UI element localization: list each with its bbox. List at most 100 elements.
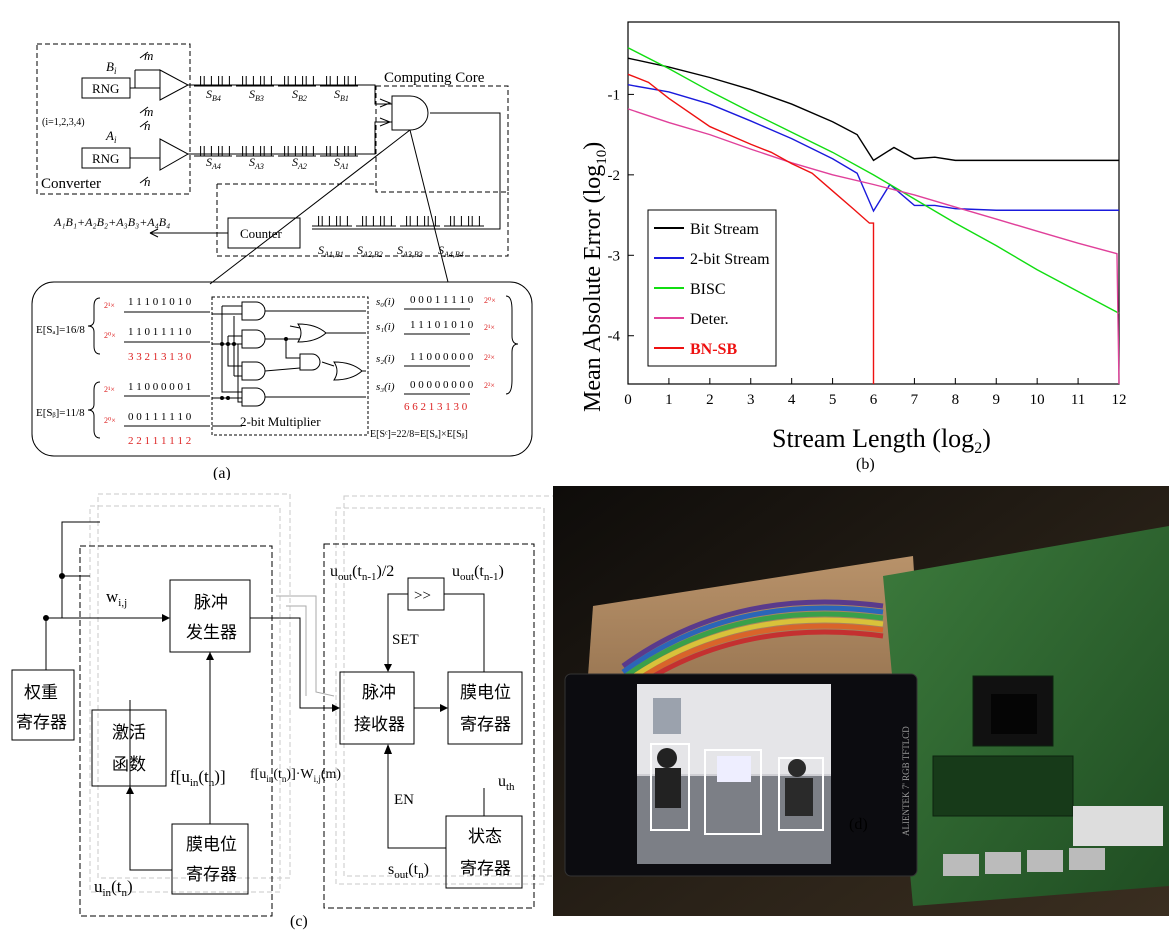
en-label: EN <box>394 792 414 808</box>
pow-a0: 2⁰× <box>104 331 116 340</box>
uout-half-label: uout(tn-1)/2 <box>330 563 394 583</box>
sb3-label: SB3 <box>249 87 264 103</box>
weight-register-l1: 权重 <box>24 683 58 702</box>
bits-b1: 1 1 0 0 0 0 0 1 <box>128 381 191 393</box>
s0-label: s₀(i) <box>376 296 395 308</box>
sum-a: 3 3 2 1 3 1 3 0 <box>128 351 192 363</box>
b-input-label: Bi <box>106 59 117 76</box>
sa2-label: SA2 <box>292 155 307 171</box>
membrane-left-l1: 膜电位 <box>186 835 237 854</box>
y-axis-label: Mean Absolute Error (log10) <box>580 142 610 412</box>
shift-label: >> <box>414 588 431 604</box>
bits-s1: 1 1 1 0 1 0 1 0 <box>410 319 474 331</box>
pow-a1: 2¹× <box>104 301 115 310</box>
bits-b0: 0 0 1 1 1 1 1 0 <box>128 411 192 423</box>
index-note: (i=1,2,3,4) <box>42 117 85 128</box>
membrane-left-l2: 寄存器 <box>186 865 237 884</box>
neuron-left-box <box>79 545 273 917</box>
wij-label: wi,j <box>106 587 127 609</box>
f-uin-label: f[uin(tn)] <box>170 767 226 789</box>
pulse-gen-l1: 脉冲 <box>194 593 228 612</box>
receiver-l2: 接收器 <box>354 715 405 734</box>
series-line-1 <box>627 84 1119 213</box>
series-line-2 <box>627 47 1120 314</box>
result-label: A₁B₁+A₂B₂+A₃B₃+A₄B₄ <box>53 215 170 229</box>
panel-a-diagram: Bi Ai RNG RNG (i=1,2,3,4) m m n n Conver… <box>31 43 533 480</box>
hardware-photo: ALIENTEK 7' RGB TFTLCD (d) <box>553 486 1169 916</box>
y-tick-label: -1 <box>608 87 621 103</box>
pow-s1: 2¹× <box>484 323 495 332</box>
legend-label: Deter. <box>690 311 729 328</box>
eb-label: E[Sᵦ]=11/8 <box>36 407 85 419</box>
y-tick-label: -4 <box>608 329 621 345</box>
sa1-label: SA1 <box>334 155 349 171</box>
legend-label: 2-bit Stream <box>690 251 770 268</box>
pow-s0: 2⁰× <box>484 296 496 305</box>
pow-s2: 2²× <box>484 353 495 362</box>
x-tick-label: 0 <box>624 392 632 408</box>
pow-b1: 2¹× <box>104 385 115 394</box>
x-tick-label: 10 <box>1030 392 1045 408</box>
board-label: ALIENTEK 7' RGB TFTLCD <box>901 726 911 836</box>
neuron-right-box <box>323 543 535 909</box>
rng-b-label: RNG <box>92 81 119 96</box>
bits-a1: 1 1 1 0 1 0 1 0 <box>128 296 192 308</box>
sout-label: sout(tn) <box>388 861 429 881</box>
n-bottom: n <box>144 174 151 189</box>
computing-core-label: Computing Core <box>384 70 485 86</box>
bits-a0: 1 1 0 1 1 1 1 0 <box>128 326 192 338</box>
computing-core-box <box>375 85 509 193</box>
legend-label: BN-SB <box>690 341 737 358</box>
x-tick-label: 4 <box>788 392 796 408</box>
sab3-label: SA3,B3 <box>397 243 423 259</box>
sa4-label: SA4 <box>206 155 221 171</box>
x-tick-label: 3 <box>747 392 755 408</box>
legend-label: BISC <box>690 281 726 298</box>
n-top: n <box>144 118 151 133</box>
sum-s: 6 6 2 1 3 1 3 0 <box>404 401 468 413</box>
x-tick-label: 8 <box>952 392 960 408</box>
series-line-4 <box>627 73 875 384</box>
x-tick-label: 6 <box>870 392 878 408</box>
activation-function <box>91 709 167 787</box>
panel-d-caption: (d) <box>849 816 868 833</box>
s3-label: s₃(i) <box>376 381 395 393</box>
sb4-label: SB4 <box>206 87 221 103</box>
m-top: m <box>144 48 153 63</box>
rng-a-label: RNG <box>92 151 119 166</box>
pow-s3: 2²× <box>484 381 495 390</box>
x-tick-label: 9 <box>993 392 1001 408</box>
uout-label: uout(tn-1) <box>452 563 504 583</box>
panel-c-diagram: 权重 寄存器 wi,j 脉冲 发生器 激活 函数 膜电位 寄存器 f[uin(t… <box>11 493 555 930</box>
sab1-label: SA1,B1 <box>318 243 344 259</box>
buffer-b <box>159 69 190 101</box>
s1-label: s₁(i) <box>376 321 395 333</box>
sb2-label: SB2 <box>292 87 307 103</box>
receiver-l1: 脉冲 <box>362 683 396 702</box>
x-axis-label: Stream Length (log2) <box>772 424 991 457</box>
sb1-label: SB1 <box>334 87 349 103</box>
buffer-a <box>159 138 190 171</box>
multiplier-box <box>211 296 369 436</box>
sab2-label: SA2,B2 <box>357 243 383 259</box>
product-label: f[uin(tn)]·Wi,j(m) <box>250 767 341 784</box>
activation-l1: 激活 <box>112 723 146 742</box>
s2-label: s₂(i) <box>376 353 395 365</box>
series-line-3 <box>627 108 1120 385</box>
y-tick-label: -2 <box>608 168 621 184</box>
y-tick-label: -3 <box>608 248 621 264</box>
multiplier-label: 2-bit Multiplier <box>240 414 321 429</box>
converter-box <box>36 43 191 195</box>
weight-register-l2: 寄存器 <box>16 713 67 732</box>
uth-label: uth <box>498 773 515 793</box>
sum-b: 2 2 1 1 1 1 1 2 <box>128 435 191 447</box>
m-bottom: m <box>144 104 153 119</box>
pow-b0: 2⁰× <box>104 416 116 425</box>
bits-s3: 0 0 0 0 0 0 0 0 <box>410 379 474 391</box>
converter-label: Converter <box>41 176 101 192</box>
bits-s0: 0 0 0 1 1 1 1 0 <box>410 294 474 306</box>
x-tick-label: 2 <box>706 392 714 408</box>
series-line-0 <box>627 57 1119 162</box>
panel-a-caption: (a) <box>213 465 231 480</box>
